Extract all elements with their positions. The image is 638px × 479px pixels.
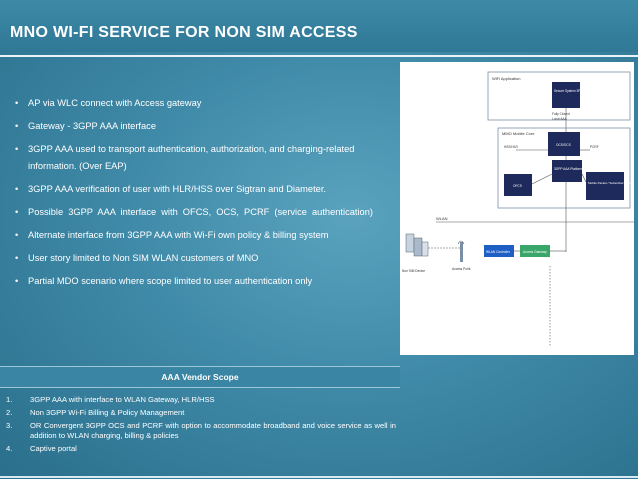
access-gateway-box — [520, 245, 550, 257]
scope-item-text: Captive portal — [30, 444, 77, 453]
scope-item-number: 1. — [6, 395, 13, 404]
mobile-core-label: MMO Mobile Core — [502, 131, 535, 136]
system-box-label: Secure System 3PP Billing — [554, 89, 592, 93]
scope-item-text: Non 3GPP Wi-Fi Billing & Policy Manageme… — [30, 408, 185, 417]
wlan-controller-label: WLAN Controller — [486, 250, 511, 254]
wlan-label: WLAN — [436, 216, 448, 221]
pcrf-label: PCRF — [590, 145, 599, 149]
connector-line — [581, 173, 587, 183]
bullet-item: Possible 3GPP AAA interface with OFCS, O… — [13, 204, 373, 221]
scope-item: 1. 3GPP AAA with interface to WLAN Gatewa… — [0, 395, 400, 405]
ocs-box — [548, 132, 580, 156]
page-title: MNO WI-FI SERVICE FOR NON SIM ACCESS — [10, 24, 358, 41]
scope-item-number: 3. — [6, 421, 13, 430]
architecture-diagram-svg: WiFi Application Secure System 3PP Billi… — [402, 71, 634, 347]
title-divider — [0, 55, 638, 57]
scope-item-text: 3GPP AAA with interface to WLAN Gateway,… — [30, 395, 215, 404]
non-sim-label: Non SIM Device — [402, 269, 425, 273]
bottom-divider — [0, 476, 638, 478]
scope-item: 4. Captive portal — [0, 444, 400, 454]
access-point-icon — [457, 240, 465, 262]
mobile-packet-box — [586, 172, 624, 200]
bullet-item: User story limited to Non SIM WLAN custo… — [13, 250, 373, 267]
bullet-item: Gateway - 3GPP AAA interface — [13, 118, 373, 135]
aaa-box — [552, 160, 582, 182]
architecture-diagram: WiFi Application Secure System 3PP Billi… — [400, 62, 634, 355]
scope-item: 3. OR Convergent 3GPP OCS and PCRF with o… — [0, 421, 400, 441]
wifi-application-label: WiFi Application — [492, 76, 520, 81]
title-bar — [0, 0, 638, 52]
bullet-item: 3GPP AAA used to transport authenticatio… — [13, 141, 373, 175]
scope-item: 2. Non 3GPP Wi-Fi Billing & Policy Manage… — [0, 408, 400, 418]
system-box — [552, 82, 580, 108]
mobile-packet-label: Mobile Packet / Subscriber Portal — [588, 181, 633, 185]
access-point-label: Access Point — [452, 267, 471, 271]
local-aaa-label: Local AAA — [552, 117, 568, 121]
non-sim-device-icon — [405, 233, 429, 257]
ofcs-label: OFCS — [513, 184, 522, 188]
vendor-scope-list: 1. 3GPP AAA with interface to WLAN Gatewa… — [0, 395, 400, 473]
wlan-controller-box — [484, 245, 514, 257]
connector-line — [531, 173, 553, 185]
scope-item-number: 2. — [6, 408, 13, 417]
access-gateway-label: Access Gateway — [523, 250, 547, 254]
wifi-application-frame — [487, 71, 631, 121]
ocs-label: OCS/OCS — [556, 143, 571, 147]
vendor-scope-heading: AAA Vendor Scope — [0, 366, 400, 388]
bullet-item: Partial MDO scenario where scope limited… — [13, 273, 373, 290]
bullet-list: AP via WLC connect with Access gateway G… — [13, 95, 373, 296]
aaa-label: 3GPP AAA Platform — [554, 167, 582, 171]
bullet-item: Alternate interface from 3GPP AAA with W… — [13, 227, 373, 244]
hss-label: HSS/HLR — [504, 145, 519, 149]
ofcs-box — [504, 174, 532, 196]
bullet-item: AP via WLC connect with Access gateway — [13, 95, 373, 112]
scope-item-text: OR Convergent 3GPP OCS and PCRF with opt… — [30, 421, 396, 440]
scope-item-number: 4. — [6, 444, 13, 453]
mobile-core-frame — [497, 127, 631, 209]
fully-closed-label: Fully Closed — [552, 112, 570, 116]
bullet-item: 3GPP AAA verification of user with HLR/H… — [13, 181, 373, 198]
